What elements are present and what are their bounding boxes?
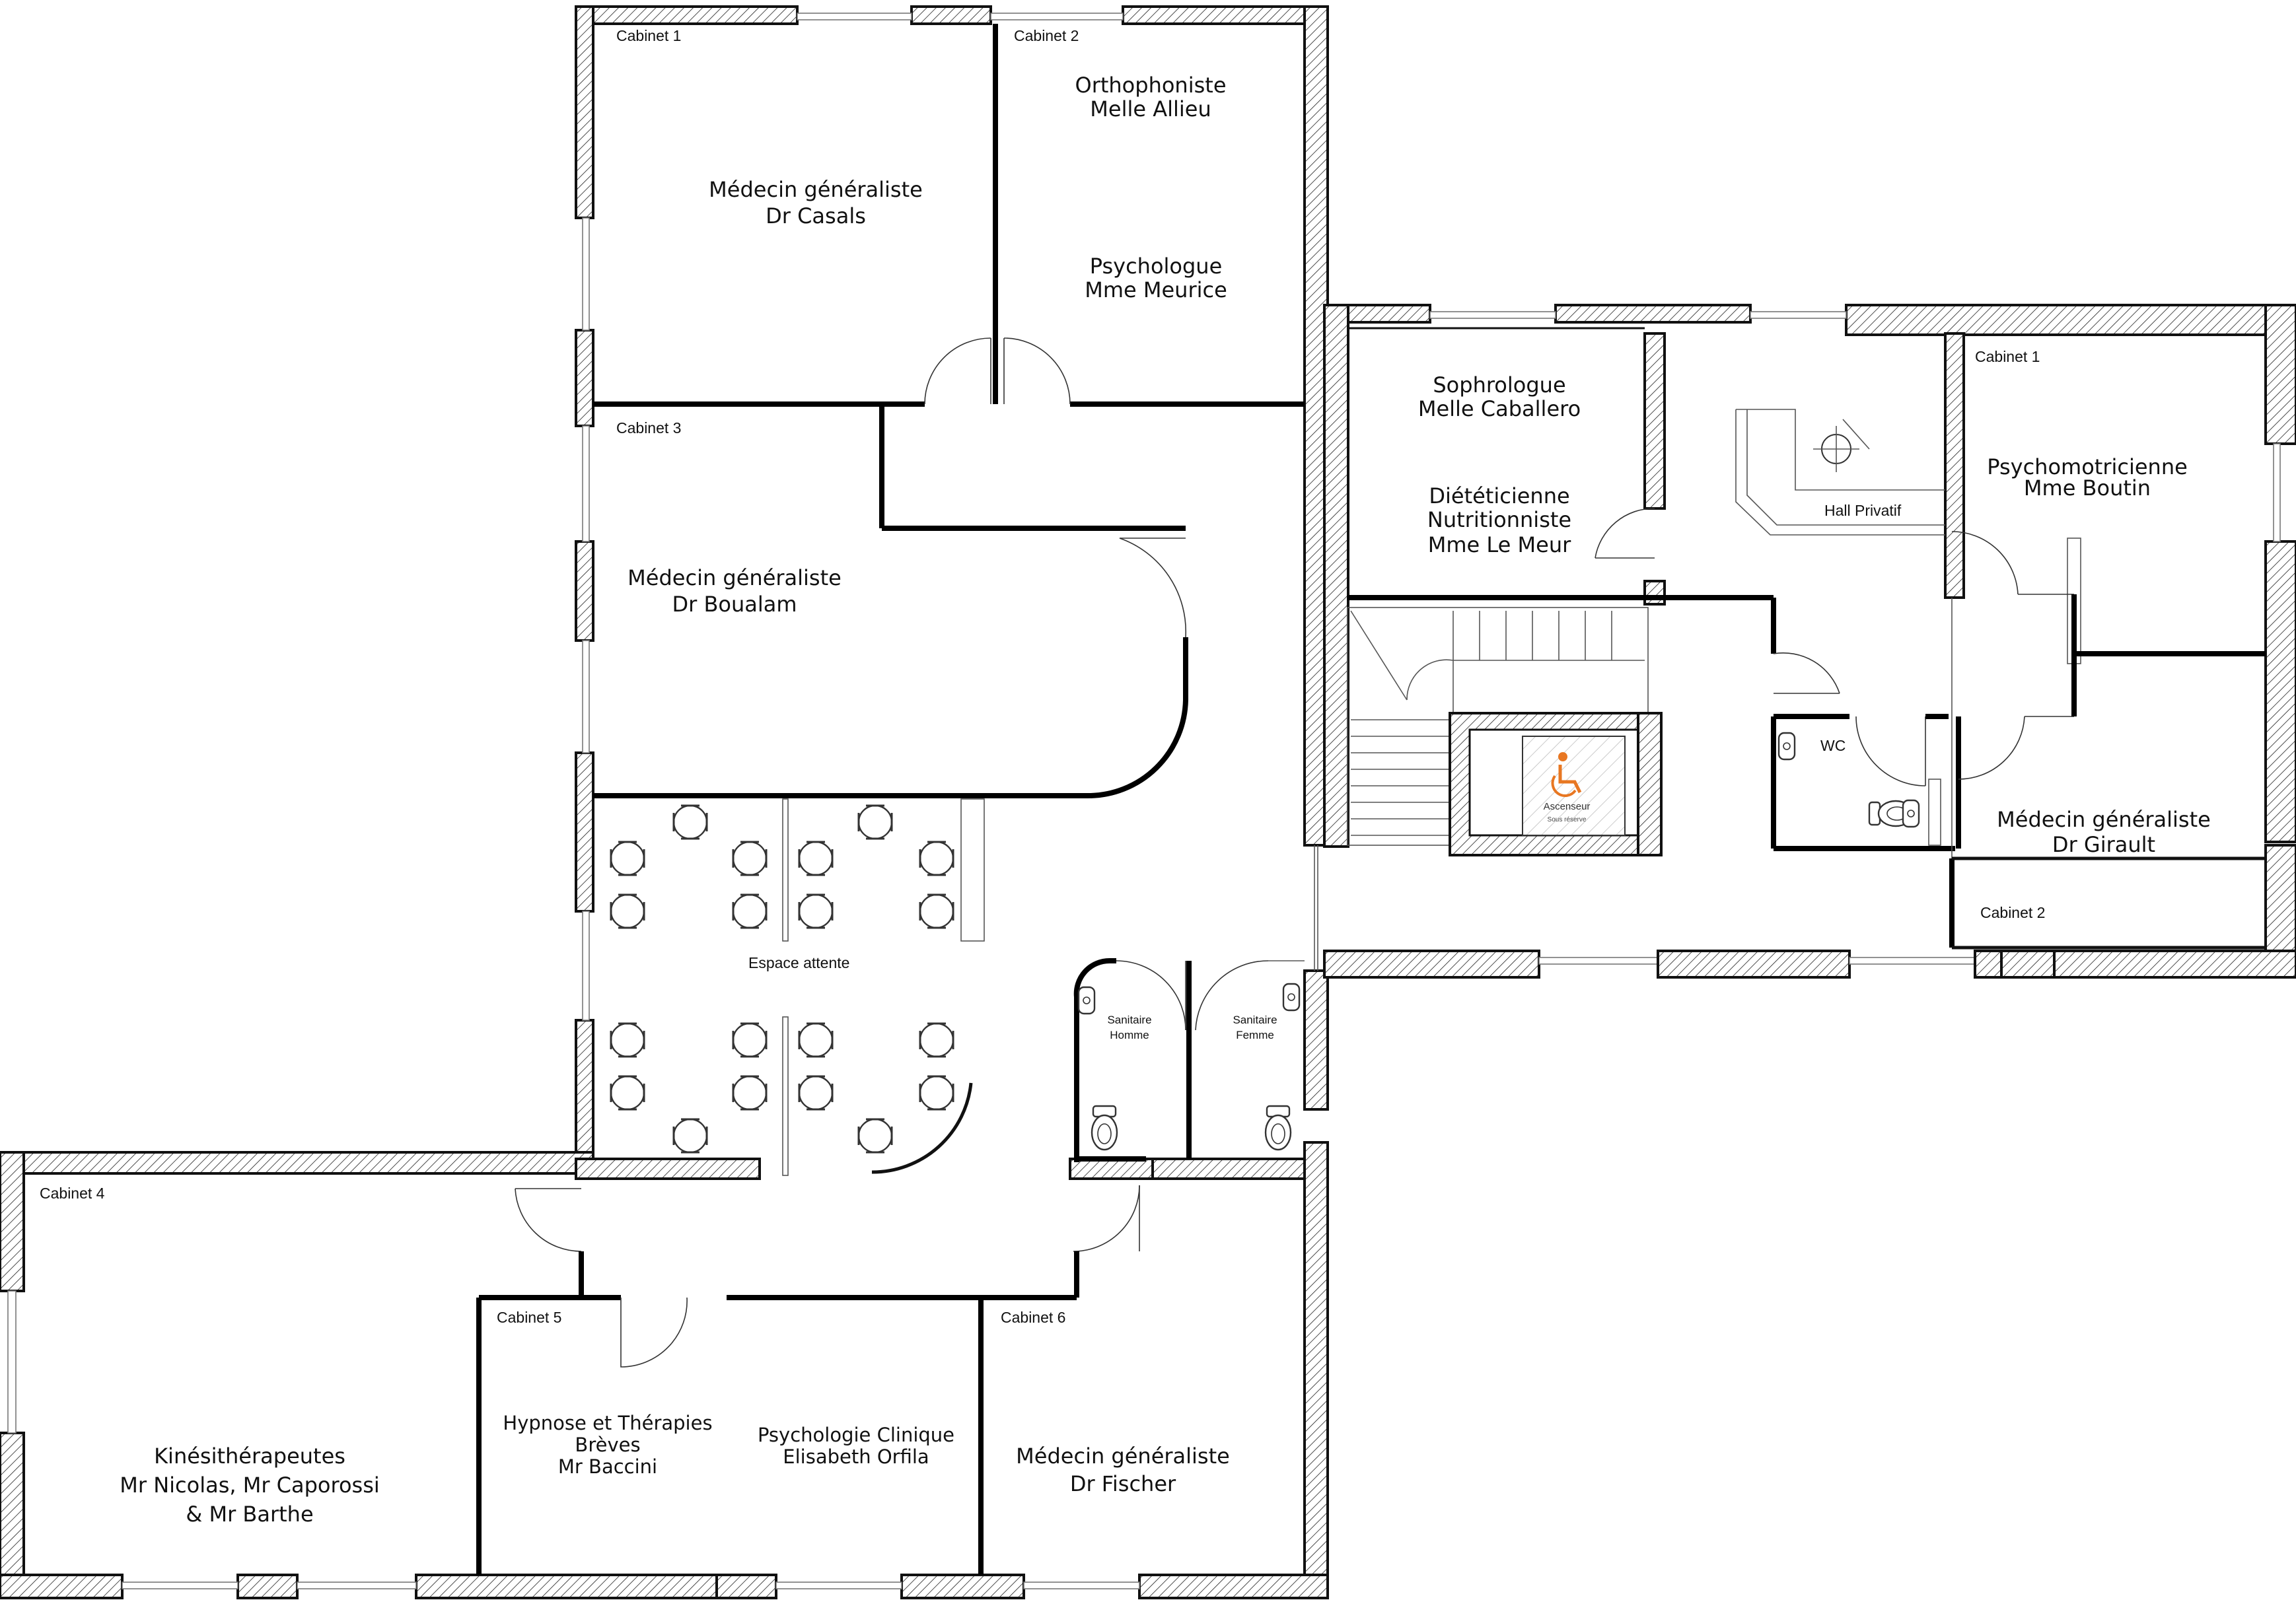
cabinet-5-role-c: Psychologie Clinique: [758, 1424, 954, 1446]
labels: Cabinet 1 Médecin généraliste Dr Casals …: [40, 27, 2211, 1527]
right-cabinet-2-role: Médecin généraliste: [1997, 807, 2211, 832]
cabinet-5-name-b: Elisabeth Orfila: [783, 1445, 929, 1468]
staircase: [1350, 610, 1645, 836]
cabinet-3-name: Dr Boualam: [672, 592, 797, 617]
left-partitions: [476, 24, 1305, 1575]
cabinet-4-tag: Cabinet 4: [40, 1185, 105, 1202]
cabinet-4-names-a: Mr Nicolas, Mr Caporossi: [120, 1473, 380, 1498]
right-cabinet-2-name: Dr Girault: [2052, 832, 2155, 857]
sophrologue-name: Melle Caballero: [1418, 396, 1581, 421]
cabinet-2-tag: Cabinet 2: [1014, 27, 1079, 44]
dieteticienne-name: Mme Le Meur: [1428, 532, 1571, 557]
lift-sub-label: Sous réserve: [1548, 816, 1587, 823]
cabinet-2-role-b: Psychologue: [1090, 254, 1223, 279]
cabinet-1-role: Médecin généraliste: [709, 177, 923, 202]
right-cabinet-1-role: Psychomotricienne: [1987, 454, 2188, 479]
sanitaire-femme-b: Femme: [1236, 1029, 1274, 1041]
right-building-walls: [1323, 304, 2296, 979]
nutritionniste-role: Nutritionniste: [1427, 507, 1571, 532]
cabinet-2-name-b: Mme Meurice: [1085, 277, 1227, 302]
cabinet-3-role: Médecin généraliste: [628, 565, 842, 590]
cabinet-4-role: Kinésithérapeutes: [154, 1443, 345, 1469]
right-partitions: [1347, 327, 2266, 950]
cabinet-6-tag: Cabinet 6: [1001, 1309, 1065, 1326]
cabinet-1-name: Dr Casals: [766, 203, 866, 228]
lift-label: Ascenseur: [1544, 801, 1591, 812]
wc-label: WC: [1820, 737, 1846, 754]
left-building-walls: [0, 5, 1329, 1599]
cabinet-5-tag: Cabinet 5: [497, 1309, 561, 1326]
sophrologue-role: Sophrologue: [1433, 372, 1565, 398]
cabinet-2-role-a: Orthophoniste: [1075, 73, 1227, 98]
right-cabinet-2-tag: Cabinet 2: [1980, 904, 2045, 921]
hall-privatif-label: Hall Privatif: [1824, 502, 1902, 519]
dieteticienne-role: Diététicienne: [1429, 483, 1569, 508]
cabinet-5-role-b: Brèves: [575, 1434, 640, 1456]
wheelchair-icon: [1551, 752, 1582, 797]
right-cabinet-1-tag: Cabinet 1: [1975, 348, 2040, 365]
cabinet-3-tag: Cabinet 3: [616, 419, 681, 436]
cabinet-5-name-a: Mr Baccini: [558, 1455, 657, 1478]
sanitaire-homme-a: Sanitaire: [1107, 1014, 1151, 1026]
right-cabinet-1-name: Mme Boutin: [2024, 475, 2151, 501]
cabinet-5-role-a: Hypnose et Thérapies: [503, 1412, 712, 1434]
cabinet-2-name-a: Melle Allieu: [1090, 96, 1211, 122]
cabinet-4-names-b: & Mr Barthe: [186, 1502, 313, 1527]
sanitaire-homme-b: Homme: [1110, 1029, 1149, 1041]
waiting-area-label: Espace attente: [748, 954, 849, 971]
waiting-chairs: [610, 804, 954, 1154]
cabinet-6-name: Dr Fischer: [1070, 1471, 1176, 1496]
cabinet-1-tag: Cabinet 1: [616, 27, 681, 44]
sanitaire-femme-a: Sanitaire: [1233, 1014, 1277, 1026]
cabinet-6-role: Médecin généraliste: [1016, 1443, 1230, 1469]
